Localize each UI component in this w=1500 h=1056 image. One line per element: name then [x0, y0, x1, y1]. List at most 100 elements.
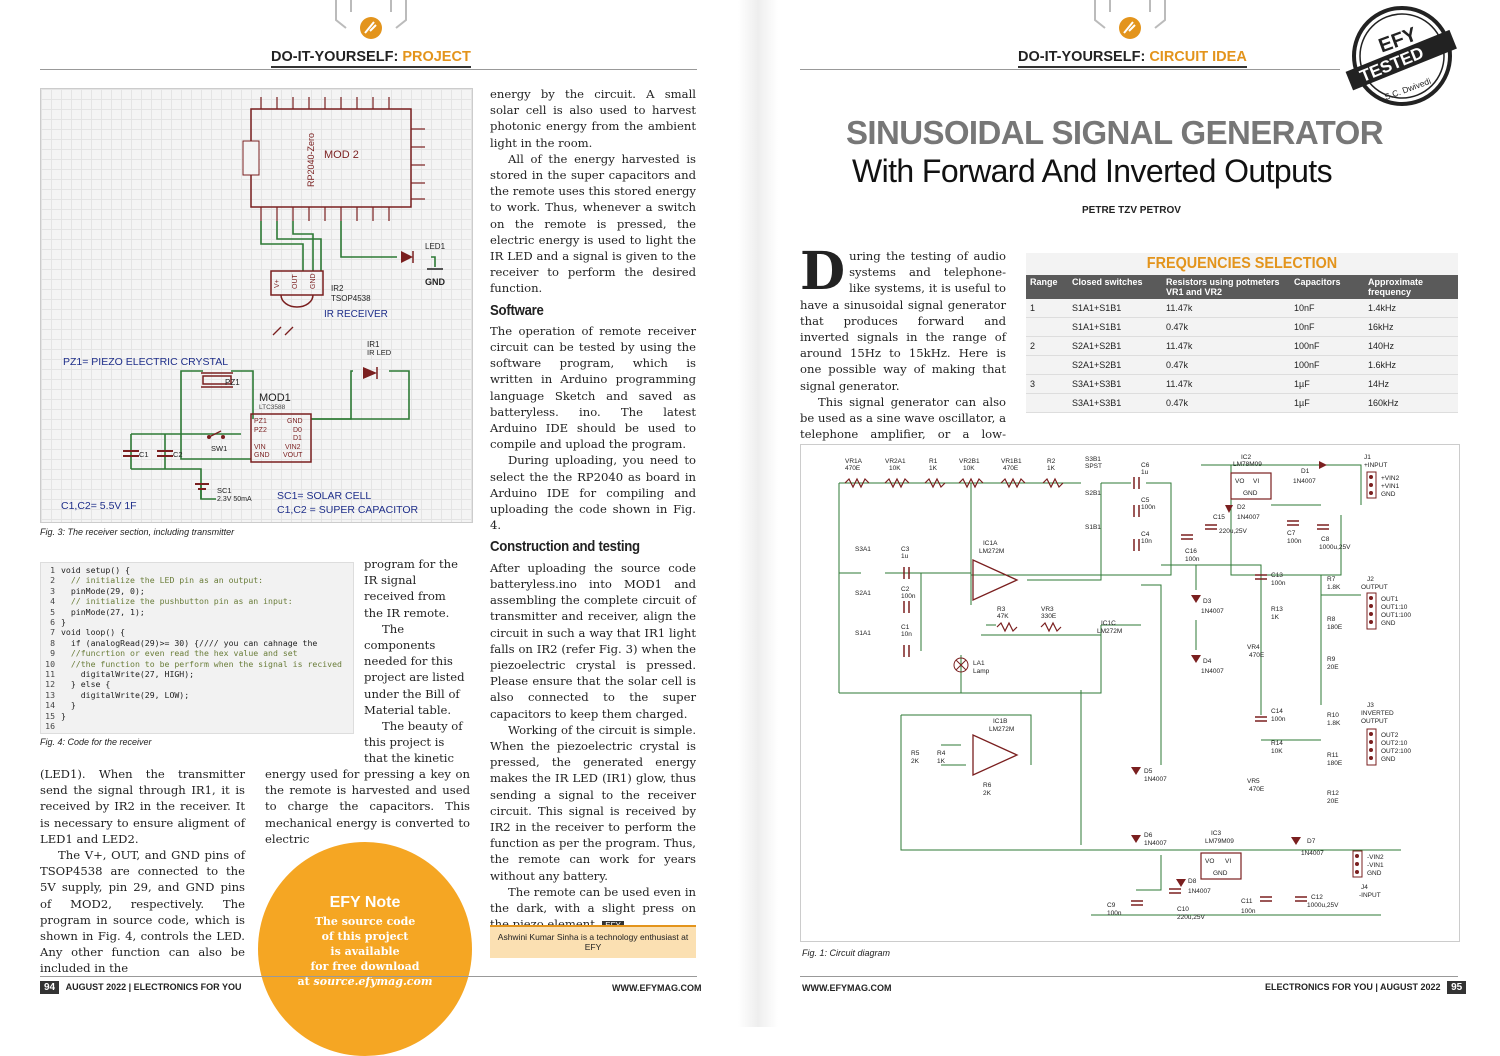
- table-cell: 0.47k: [1162, 317, 1290, 337]
- fig1-label: 2K: [983, 790, 992, 797]
- paragraph: (LED1). When the transmitter send the si…: [40, 767, 245, 846]
- fig1-label: LM79M09: [1205, 838, 1234, 845]
- fig1-label: GND: [1367, 870, 1382, 877]
- fig4-caption: Fig. 4: Code for the receiver: [40, 737, 152, 747]
- fig1-label: 1.8K: [1327, 720, 1341, 727]
- code-line-number: 15: [45, 710, 55, 721]
- code-line: 6}: [41, 617, 353, 627]
- fig1-label: 10n: [1141, 538, 1152, 545]
- fig1-label: R2: [1047, 458, 1056, 465]
- paragraph: Working of the circuit is simple. When t…: [490, 722, 697, 883]
- fig1-label: OUT1:10: [1381, 604, 1408, 611]
- code-line-number: 16: [45, 721, 55, 732]
- right-footer-url[interactable]: WWW.EFYMAG.COM: [802, 983, 892, 993]
- paragraph: The operation of remote receiver circuit…: [490, 323, 696, 452]
- table-cell: 11.47k: [1162, 299, 1290, 318]
- table-header-row: Range Closed switches Resistors using po…: [1026, 275, 1458, 299]
- fig1-label: J1: [1364, 454, 1371, 461]
- svg-text:D0: D0: [293, 427, 302, 434]
- code-line-text: }: [61, 700, 76, 711]
- fig1-label: +VIN1: [1381, 483, 1400, 490]
- fig1-label: 330E: [1041, 613, 1057, 620]
- table-cell: 140Hz: [1364, 336, 1458, 356]
- svg-text:GND: GND: [1213, 870, 1228, 877]
- table-cell: 14Hz: [1364, 374, 1458, 394]
- fig1-label: 100n: [1107, 910, 1122, 917]
- author-note: Ashwini Kumar Sinha is a technology enth…: [497, 932, 689, 952]
- right-footer: ELECTRONICS FOR YOU | AUGUST 2022 95: [1265, 981, 1467, 994]
- code-line: 10 //the function to be perform when the…: [41, 659, 353, 669]
- fig1-label: 180E: [1327, 760, 1343, 767]
- paragraph: energy by the circuit. A small solar cel…: [490, 87, 696, 150]
- code-line-number: 6: [50, 617, 55, 628]
- fig1-label: IC1B: [993, 718, 1007, 725]
- fig1-label: D3: [1203, 598, 1212, 605]
- table-header: Range: [1026, 275, 1068, 299]
- code-line-number: 11: [45, 669, 55, 680]
- efy-note-line: at: [297, 975, 314, 988]
- table-cell: 1.4kHz: [1364, 299, 1458, 318]
- fig1-label: D7: [1307, 838, 1316, 845]
- fig1-label: C15: [1213, 514, 1225, 521]
- svg-text:D1: D1: [293, 435, 302, 442]
- page-gutter: [738, 0, 778, 1027]
- table-cell: S3A1+S3B1: [1068, 374, 1162, 394]
- drop-cap: D: [800, 241, 846, 302]
- fig3-gnd-label: GND: [425, 277, 446, 287]
- code-line-text: // initialize the LED pin as an output:: [61, 575, 264, 586]
- fig1-label: C12: [1311, 894, 1323, 901]
- code-line-number: 9: [50, 648, 55, 659]
- table-cell: 0.47k: [1162, 355, 1290, 375]
- svg-text:V+: V+: [274, 279, 281, 288]
- code-line: 14 }: [41, 700, 353, 710]
- code-line-text: if (analogRead(29)>= 30) {//// you can c…: [61, 637, 318, 648]
- fig1-label: J3: [1367, 702, 1374, 709]
- fig1-label: R9: [1327, 656, 1336, 663]
- fig1-label: 10K: [889, 465, 901, 472]
- table-cell: [1026, 317, 1068, 337]
- table-cell: [1026, 355, 1068, 375]
- code-line-number: 2: [50, 575, 55, 586]
- paragraph: The components needed for this project a…: [364, 621, 465, 717]
- fig1-label: R13: [1271, 606, 1283, 613]
- svg-text:VI: VI: [1225, 858, 1231, 865]
- left-footer-rule: [40, 976, 697, 977]
- code-line-number: 3: [50, 585, 55, 596]
- fig3-cap-note: C1,C2= 5.5V 1F: [61, 500, 137, 512]
- fig1-label: 100n: [1141, 504, 1156, 511]
- code-line: 4 // initialize the pushbutton pin as an…: [41, 596, 353, 606]
- fig1-label: IC2: [1241, 454, 1252, 461]
- left-footer-url[interactable]: WWW.EFYMAG.COM: [612, 983, 702, 993]
- fig1-label: LM78M09: [1233, 461, 1262, 468]
- right-footer-rule: [800, 976, 1458, 977]
- table-cell: S1A1+S1B1: [1068, 299, 1162, 318]
- table-cell: 1µF: [1290, 393, 1364, 413]
- fig1-label: 180E: [1327, 624, 1343, 631]
- fig1-label: -VIN1: [1367, 862, 1384, 869]
- fig1-label: S1A1: [855, 630, 871, 637]
- fig1-label: R3: [997, 606, 1006, 613]
- fig3-sc-note: SC1= SOLAR CELL: [277, 490, 371, 502]
- paragraph: This signal generator can also be used a…: [800, 394, 1006, 458]
- fig1-label: IC1C: [1101, 620, 1116, 627]
- fig1-label: 100n: [901, 593, 916, 600]
- article-author: PETRE TZV PETROV: [1082, 205, 1181, 216]
- article-subtitle: With Forward And Inverted Outputs: [852, 153, 1333, 189]
- code-line-text: // initialize the pushbutton pin as an i…: [61, 596, 293, 607]
- svg-text:OUT: OUT: [292, 274, 299, 290]
- fig1-label: 1N4007: [1237, 514, 1260, 521]
- author-note-box: Ashwini Kumar Sinha is a technology enth…: [490, 925, 696, 958]
- fig1-label: 20E: [1327, 664, 1339, 671]
- efy-note-line: for free download: [310, 960, 420, 973]
- table-cell: 1: [1026, 299, 1068, 318]
- fig1-label: OUT2: [1381, 732, 1399, 739]
- fig1-label: S3A1: [855, 546, 871, 553]
- svg-text:VO: VO: [1235, 478, 1244, 485]
- fig3-mod1-label: MOD1: [259, 392, 291, 404]
- efy-note-link[interactable]: source.efymag.com: [313, 975, 433, 988]
- fig1-label: VR1B1: [1001, 458, 1022, 465]
- svg-text:VO: VO: [1205, 858, 1214, 865]
- paragraph: program for the IR signal received from …: [364, 557, 458, 620]
